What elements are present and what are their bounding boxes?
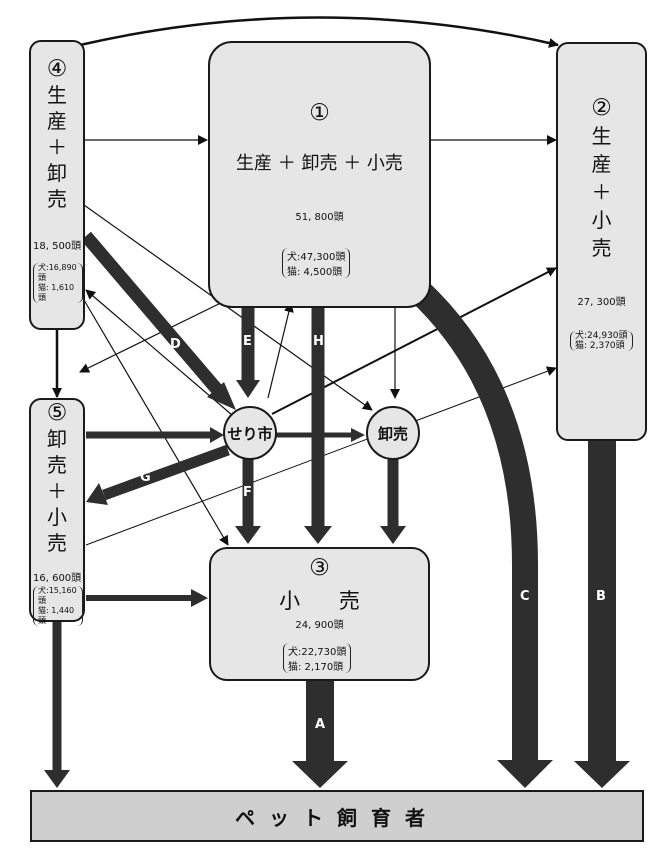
node-4-box: ④ 生 産 ＋ 卸 売 18, 500頭 犬:16,890頭猫: 1,610頭 bbox=[29, 40, 85, 330]
flow-5-to-seri-head bbox=[210, 427, 224, 443]
node-5-breakdown: 犬:15,160頭猫: 1,440頭 bbox=[33, 586, 83, 626]
node-3-box: ③ 小 売 24, 900頭 犬:22,730頭猫: 2,170頭 bbox=[209, 547, 430, 681]
flow-label-H: H bbox=[313, 334, 324, 349]
arrow-4-to-3 bbox=[83, 299, 229, 546]
flow-E-head bbox=[236, 380, 260, 398]
flow-H-head bbox=[304, 526, 332, 544]
node-4-label: ④ 生 産 ＋ 卸 売 bbox=[46, 56, 68, 211]
node-2-total: 27, 300頭 bbox=[577, 297, 626, 308]
node-1-number: ① bbox=[309, 100, 330, 126]
flow-label-B: B bbox=[596, 589, 606, 604]
flow-label-G: G bbox=[140, 470, 151, 485]
node-4-total: 18, 500頭 bbox=[33, 241, 82, 252]
flow-label-F: F bbox=[243, 485, 252, 500]
node-seri-market: せり市 bbox=[223, 406, 277, 460]
node-3-breakdown: 犬:22,730頭猫: 2,170頭 bbox=[283, 643, 352, 673]
arrow-4-to-2-arc bbox=[79, 16, 559, 48]
flow-5-to-consumer-head bbox=[44, 770, 70, 788]
flow-label-E: E bbox=[243, 334, 252, 349]
flow-label-D: D bbox=[170, 337, 181, 352]
flow-A bbox=[306, 681, 334, 763]
node-3-title: 小 売 bbox=[279, 589, 376, 613]
node-wholesale: 卸売 bbox=[366, 406, 420, 460]
node-1-breakdown: 犬:47,300頭猫: 4,500頭 bbox=[282, 248, 351, 278]
node-5-label: ⑤ 卸 売 ＋ 小 売 bbox=[46, 400, 68, 555]
arrow-seri-to-4 bbox=[85, 289, 233, 416]
flow-C bbox=[409, 280, 538, 762]
flow-G-head bbox=[86, 483, 108, 505]
arrow-seri-to-1 bbox=[267, 302, 294, 399]
arrow-1-to-5 bbox=[79, 295, 236, 373]
flow-D bbox=[81, 231, 225, 398]
flow-F-head bbox=[235, 526, 261, 544]
node-2-breakdown: 犬:24,930頭猫: 2,370頭 bbox=[570, 331, 633, 351]
node-4-breakdown: 犬:16,890頭猫: 1,610頭 bbox=[33, 263, 83, 303]
node-5-total: 16, 600頭 bbox=[33, 573, 82, 584]
node-2-box: ② 生 産 ＋ 小 売 27, 300頭 犬:24,930頭猫: 2,370頭 bbox=[556, 42, 647, 441]
node-2-label: ② 生 産 ＋ 小 売 bbox=[591, 95, 612, 260]
node-1-title: 生産 ＋ 卸売 ＋ 小売 bbox=[236, 153, 403, 174]
node-3-number: ③ bbox=[309, 555, 330, 581]
flow-B-head bbox=[574, 761, 630, 788]
flow-C-head bbox=[497, 760, 553, 788]
flow-D-head bbox=[207, 382, 236, 410]
flow-G bbox=[102, 444, 230, 501]
node-1-total: 51, 800頭 bbox=[295, 212, 344, 223]
flow-A-head bbox=[292, 761, 348, 788]
node-1-box: ① 生産 ＋ 卸売 ＋ 小売 51, 800頭 犬:47,300頭猫: 4,50… bbox=[208, 41, 431, 308]
flow-oroshi-to-3-head bbox=[380, 526, 406, 544]
flow-label-A: A bbox=[315, 717, 326, 732]
node-3-total: 24, 900頭 bbox=[295, 620, 344, 631]
flow-B bbox=[588, 441, 616, 763]
flow-5-to-3-head bbox=[191, 589, 208, 607]
pet-owner-bar: ペット飼育者 bbox=[30, 790, 644, 842]
flow-seri-to-oroshi-head bbox=[351, 428, 365, 442]
flow-label-C: C bbox=[520, 589, 530, 604]
node-5-box: ⑤ 卸 売 ＋ 小 売 16, 600頭 犬:15,160頭猫: 1,440頭 bbox=[29, 398, 85, 626]
